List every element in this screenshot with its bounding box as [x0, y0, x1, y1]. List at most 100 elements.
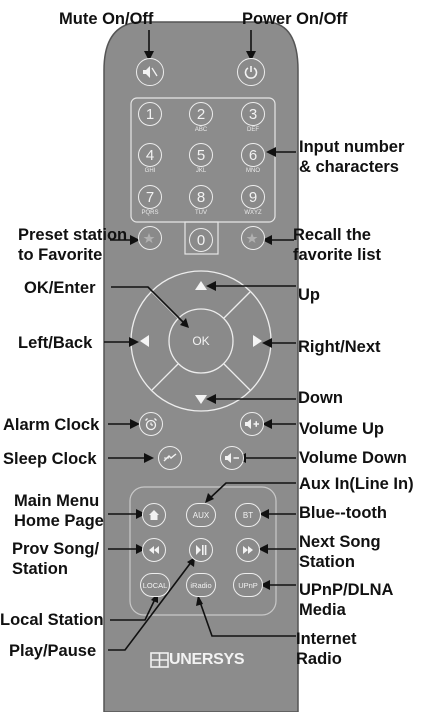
label-volume-down: Volume Down: [299, 449, 407, 467]
volume-up-icon: [245, 419, 259, 429]
alarm-button[interactable]: [139, 412, 163, 436]
power-icon: [244, 66, 258, 79]
label-preset: Preset station to Favorite: [18, 226, 128, 264]
preset-favorite-button[interactable]: [138, 226, 162, 250]
left-arrow-icon: [140, 335, 149, 347]
label-left: Left/Back: [18, 334, 93, 352]
label-next: Next Song Station: [299, 533, 381, 571]
label-down: Down: [298, 389, 343, 407]
up-arrow-icon: [195, 281, 207, 290]
key-label: 3: [248, 105, 258, 123]
label-mute: Mute On/Off: [59, 10, 154, 28]
local-button[interactable]: LOCAL: [140, 573, 170, 597]
key-4[interactable]: 4: [138, 143, 162, 167]
key-label: 0: [196, 231, 206, 249]
key-label: 1: [145, 105, 155, 123]
key-5-letters: JKL: [195, 168, 207, 174]
key-9[interactable]: 9: [241, 185, 265, 209]
key-1[interactable]: 1: [138, 102, 162, 126]
label-volume-up: Volume Up: [299, 420, 384, 438]
label-right: Right/Next: [298, 338, 381, 356]
local-button-label: LOCAL: [142, 580, 168, 590]
aux-button-label: AUX: [192, 510, 210, 520]
volume-up-button[interactable]: [240, 412, 264, 436]
dpad-arrows: [140, 281, 262, 404]
key-label: 8: [196, 188, 206, 206]
star-list-icon: [246, 233, 258, 243]
key-7-letters: PQRS: [141, 210, 159, 216]
label-upnp: UPnP/DLNA Media: [299, 581, 394, 619]
key-label: 4: [145, 146, 155, 164]
play-pause-icon: [196, 545, 207, 555]
label-sleep: Sleep Clock: [3, 450, 97, 468]
iradio-button-label: iRadio: [190, 580, 212, 590]
mute-icon: [143, 66, 158, 78]
label-ok: OK/Enter: [24, 279, 96, 297]
key-9-letters: WXYZ: [244, 210, 262, 216]
right-arrow-icon: [253, 335, 262, 347]
next-icon: [243, 546, 253, 554]
sleep-icon: [163, 453, 177, 462]
label-local: Local Station: [0, 611, 104, 629]
ok-button-label: OK: [192, 334, 210, 348]
brand-logo-icon: [150, 652, 169, 668]
label-aux: Aux In(Line In): [299, 475, 414, 493]
down-button[interactable]: [181, 380, 221, 410]
label-internet: Internet Radio: [296, 630, 357, 668]
up-button[interactable]: [181, 274, 221, 304]
upnp-button[interactable]: UPnP: [233, 573, 263, 597]
down-arrow-icon: [195, 395, 207, 404]
alarm-icon: [145, 418, 157, 431]
bluetooth-button[interactable]: BT: [235, 503, 261, 527]
label-up: Up: [298, 286, 320, 304]
volume-down-icon: [225, 453, 239, 463]
label-power: Power On/Off: [242, 10, 348, 28]
key-2[interactable]: 2: [189, 102, 213, 126]
key-2-letters: ABC: [194, 127, 208, 133]
key-label: 2: [196, 105, 206, 123]
key-0[interactable]: 0: [189, 228, 213, 252]
key-label: 7: [145, 188, 155, 206]
key-3[interactable]: 3: [241, 102, 265, 126]
ok-button[interactable]: OK: [183, 323, 219, 359]
home-icon: [149, 510, 159, 520]
play-pause-button[interactable]: [189, 538, 213, 562]
key-label: 6: [248, 146, 258, 164]
label-prev: Prov Song/ Station: [12, 540, 100, 578]
previous-button[interactable]: [142, 538, 166, 562]
key-3-letters: DEF: [247, 127, 259, 133]
key-label: 5: [196, 146, 206, 164]
key-8[interactable]: 8: [189, 185, 213, 209]
key-8-letters: TUV: [195, 210, 207, 216]
key-7[interactable]: 7: [138, 185, 162, 209]
label-play: Play/Pause: [9, 642, 97, 660]
previous-icon: [149, 546, 159, 554]
label-alarm: Alarm Clock: [3, 416, 100, 434]
volume-down-button[interactable]: [220, 446, 244, 470]
star-plus-icon: [143, 233, 155, 243]
iradio-button[interactable]: iRadio: [186, 573, 216, 597]
left-button[interactable]: [134, 321, 164, 361]
label-recall: Recall the favorite list: [293, 226, 382, 264]
leader-arrowheads: [129, 51, 276, 606]
aux-button[interactable]: AUX: [186, 503, 216, 527]
upnp-button-label: UPnP: [238, 580, 258, 590]
right-button[interactable]: [238, 321, 268, 361]
next-button[interactable]: [236, 538, 260, 562]
key-4-letters: GHI: [144, 168, 156, 174]
sleep-button[interactable]: [158, 446, 182, 470]
brand-name: UNERSYS: [169, 651, 245, 668]
key-5[interactable]: 5: [189, 143, 213, 167]
mute-button[interactable]: [136, 58, 164, 86]
recall-favorite-button[interactable]: [241, 226, 265, 250]
home-button[interactable]: [142, 503, 166, 527]
label-input: Input number & characters: [299, 138, 405, 176]
label-bluetooth: Blue--tooth: [299, 504, 387, 522]
label-main-menu: Main Menu Home Page: [14, 492, 104, 530]
bluetooth-button-label: BT: [242, 510, 254, 520]
power-button[interactable]: [237, 58, 265, 86]
media-panel: [129, 486, 277, 616]
key-6[interactable]: 6: [241, 143, 265, 167]
key-label: 9: [248, 188, 258, 206]
zero-key-panel: [184, 221, 219, 255]
